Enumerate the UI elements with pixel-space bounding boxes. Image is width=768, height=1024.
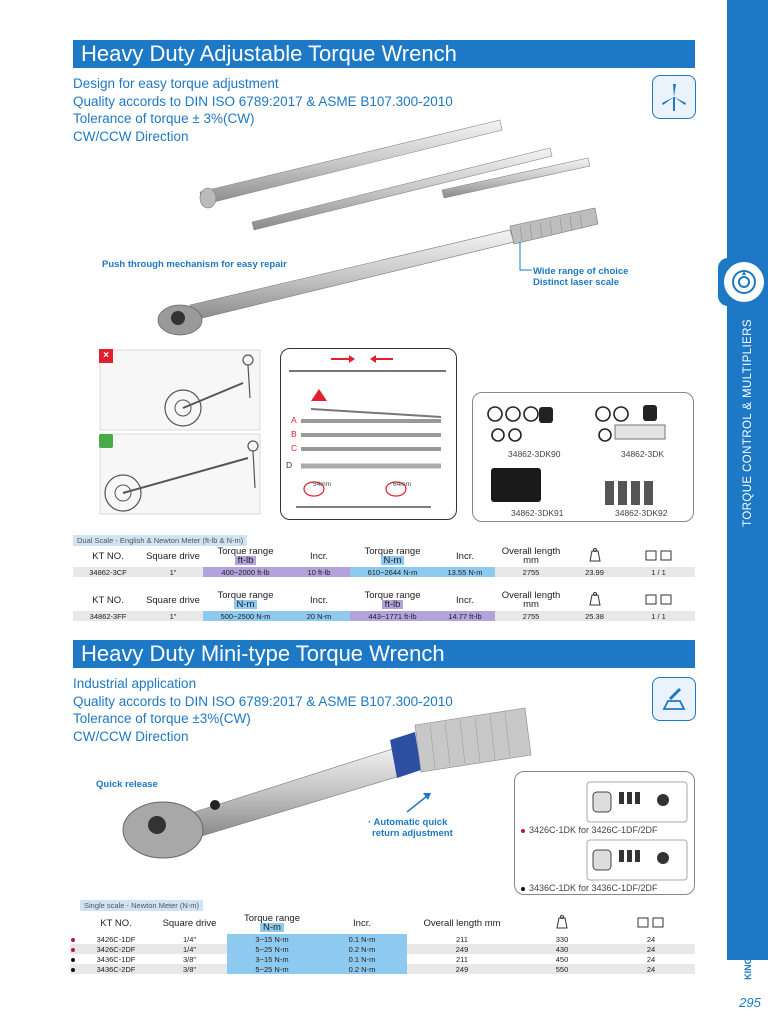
table-row: 3436C-2DF 3/8" 5~25 N-m 0.2 N-m 249 550 … (70, 964, 695, 974)
assembly-label-b: B (291, 429, 297, 439)
feature-list-adjustable: Design for easy torque adjustment Qualit… (73, 75, 453, 145)
extension-bar-medium (251, 147, 553, 231)
dimension-54mm: 54mm (313, 481, 332, 488)
table-row: 3426C-1DF 1/4" 3~15 N-m 0.1 N-m 211 330 … (70, 934, 695, 944)
sidebar-strip (727, 0, 768, 960)
weight-icon (517, 912, 607, 934)
kit-item-3436c: 3436C-1DK for 3436C-1DF/2DF (521, 883, 658, 893)
col-incr-1: Incr. (310, 550, 328, 562)
pack-icon (622, 589, 695, 611)
mini-torque-wrench-illustration (122, 707, 532, 859)
feature-item: CW/CCW Direction (73, 128, 189, 144)
callout-wide-range: Wide range of choice Distinct laser scal… (533, 266, 629, 288)
auto-return-arrow-icon (406, 793, 431, 813)
feature-item: Quality accords to DIN ISO 6789:2017 & A… (73, 693, 453, 709)
kg-icon (567, 589, 622, 611)
col-torque-range-2: Torque range N-m (364, 546, 421, 566)
col-incr-2: Incr. (456, 550, 474, 562)
feature-item: Industrial application (73, 676, 197, 691)
col-kt-no: KT NO. (92, 550, 124, 562)
correct-usage-icon (99, 434, 113, 448)
dimension-64mm: 64mm (393, 481, 412, 488)
pack-icon (622, 545, 695, 567)
feature-list-mini: Industrial application Quality accords t… (73, 675, 453, 745)
callout-auto-return: · Automatic quick return adjustment (368, 817, 453, 839)
spec-table-dual-scale-nm: KT NO. Square drive Torque range N-m Inc… (73, 589, 695, 621)
torque-category-icon (724, 262, 764, 302)
main-torque-wrench (157, 207, 599, 336)
bullet-3426c (71, 937, 75, 942)
extension-bar-long (199, 119, 503, 209)
spec-table-dual-scale-ft: KT NO. Square drive Torque range ft-lb I… (73, 545, 695, 577)
assembly-diagram: A B C D 54mm 64mm (280, 348, 457, 520)
section-title-adjustable: Heavy Duty Adjustable Torque Wrench (73, 40, 695, 68)
col-square-drive: Square drive (146, 550, 200, 562)
feature-item: Tolerance of torque ± 3%(CW) (73, 111, 255, 126)
accessory-3dk91: 34862-3DK91 (511, 508, 564, 518)
kit-item-3426c: 3426C-1DK for 3426C-1DF/2DF (521, 825, 658, 835)
assembly-label-d: D (286, 460, 293, 470)
accessory-kits-box: 34862-3DK90 34862-3DK 34862-3DK91 34862-… (472, 392, 694, 522)
wind-turbine-icon (652, 75, 696, 119)
callout-quick-release: Quick release (96, 779, 158, 790)
kg-icon (567, 545, 622, 567)
table1-caption: Dual Scale - English & Newton Meter (ft-… (73, 535, 248, 546)
table3-caption: Single scale - Newton Meter (N-m) (80, 900, 204, 911)
callout-leader-line (519, 242, 532, 271)
spec-table-single-scale: KT NO. Square drive Torque range N-m Inc… (70, 912, 695, 974)
pack-icon (607, 912, 695, 934)
feature-item: Quality accords to DIN ISO 6789:2017 & A… (73, 93, 453, 109)
sidebar-category-label: TORQUE CONTROL & MULTIPLIERS (741, 319, 754, 527)
table-row: 34862-3FF 1" 500~2500 N-m 20 N-m 443~177… (73, 611, 695, 621)
accessory-3dk90: 34862-3DK90 (508, 449, 561, 459)
brand-logo: KING TONY (743, 930, 753, 980)
page-number: 295 (739, 995, 761, 1010)
extension-bar-short (441, 157, 591, 199)
incorrect-usage-icon: × (99, 349, 113, 363)
col-torque-range-1: Torque range ft-lb (217, 546, 274, 566)
table-row: 3426C-2DF 1/4" 5~25 N-m 0.2 N-m 249 430 … (70, 944, 695, 954)
torque-wrench-illustration (157, 119, 599, 336)
accessory-3dk92: 34862-3DK92 (615, 508, 668, 518)
feature-item: Design for easy torque adjustment (73, 76, 279, 91)
kit-box: 3426C-1DK for 3426C-1DF/2DF 3436C-1DK fo… (514, 771, 695, 895)
assembly-label-a: A (291, 415, 297, 425)
usage-illustration (98, 348, 275, 516)
table-row: 3436C-1DF 3/8" 3~15 N-m 0.1 N-m 211 450 … (70, 954, 695, 964)
industrial-application-icon (652, 677, 696, 721)
assembly-label-c: C (291, 443, 298, 453)
table-row: 34862-3CF 1" 400~2000 ft-lb 10 ft-lb 610… (73, 567, 695, 577)
feature-item: Tolerance of torque ±3%(CW) (73, 711, 251, 726)
col-overall-length: Overall length mm (501, 546, 561, 566)
callout-push-through: Push through mechanism for easy repair (102, 259, 287, 270)
accessory-3dk: 34862-3DK (621, 449, 665, 459)
section-title-mini: Heavy Duty Mini-type Torque Wrench (73, 640, 695, 668)
feature-item: CW/CCW Direction (73, 728, 189, 744)
